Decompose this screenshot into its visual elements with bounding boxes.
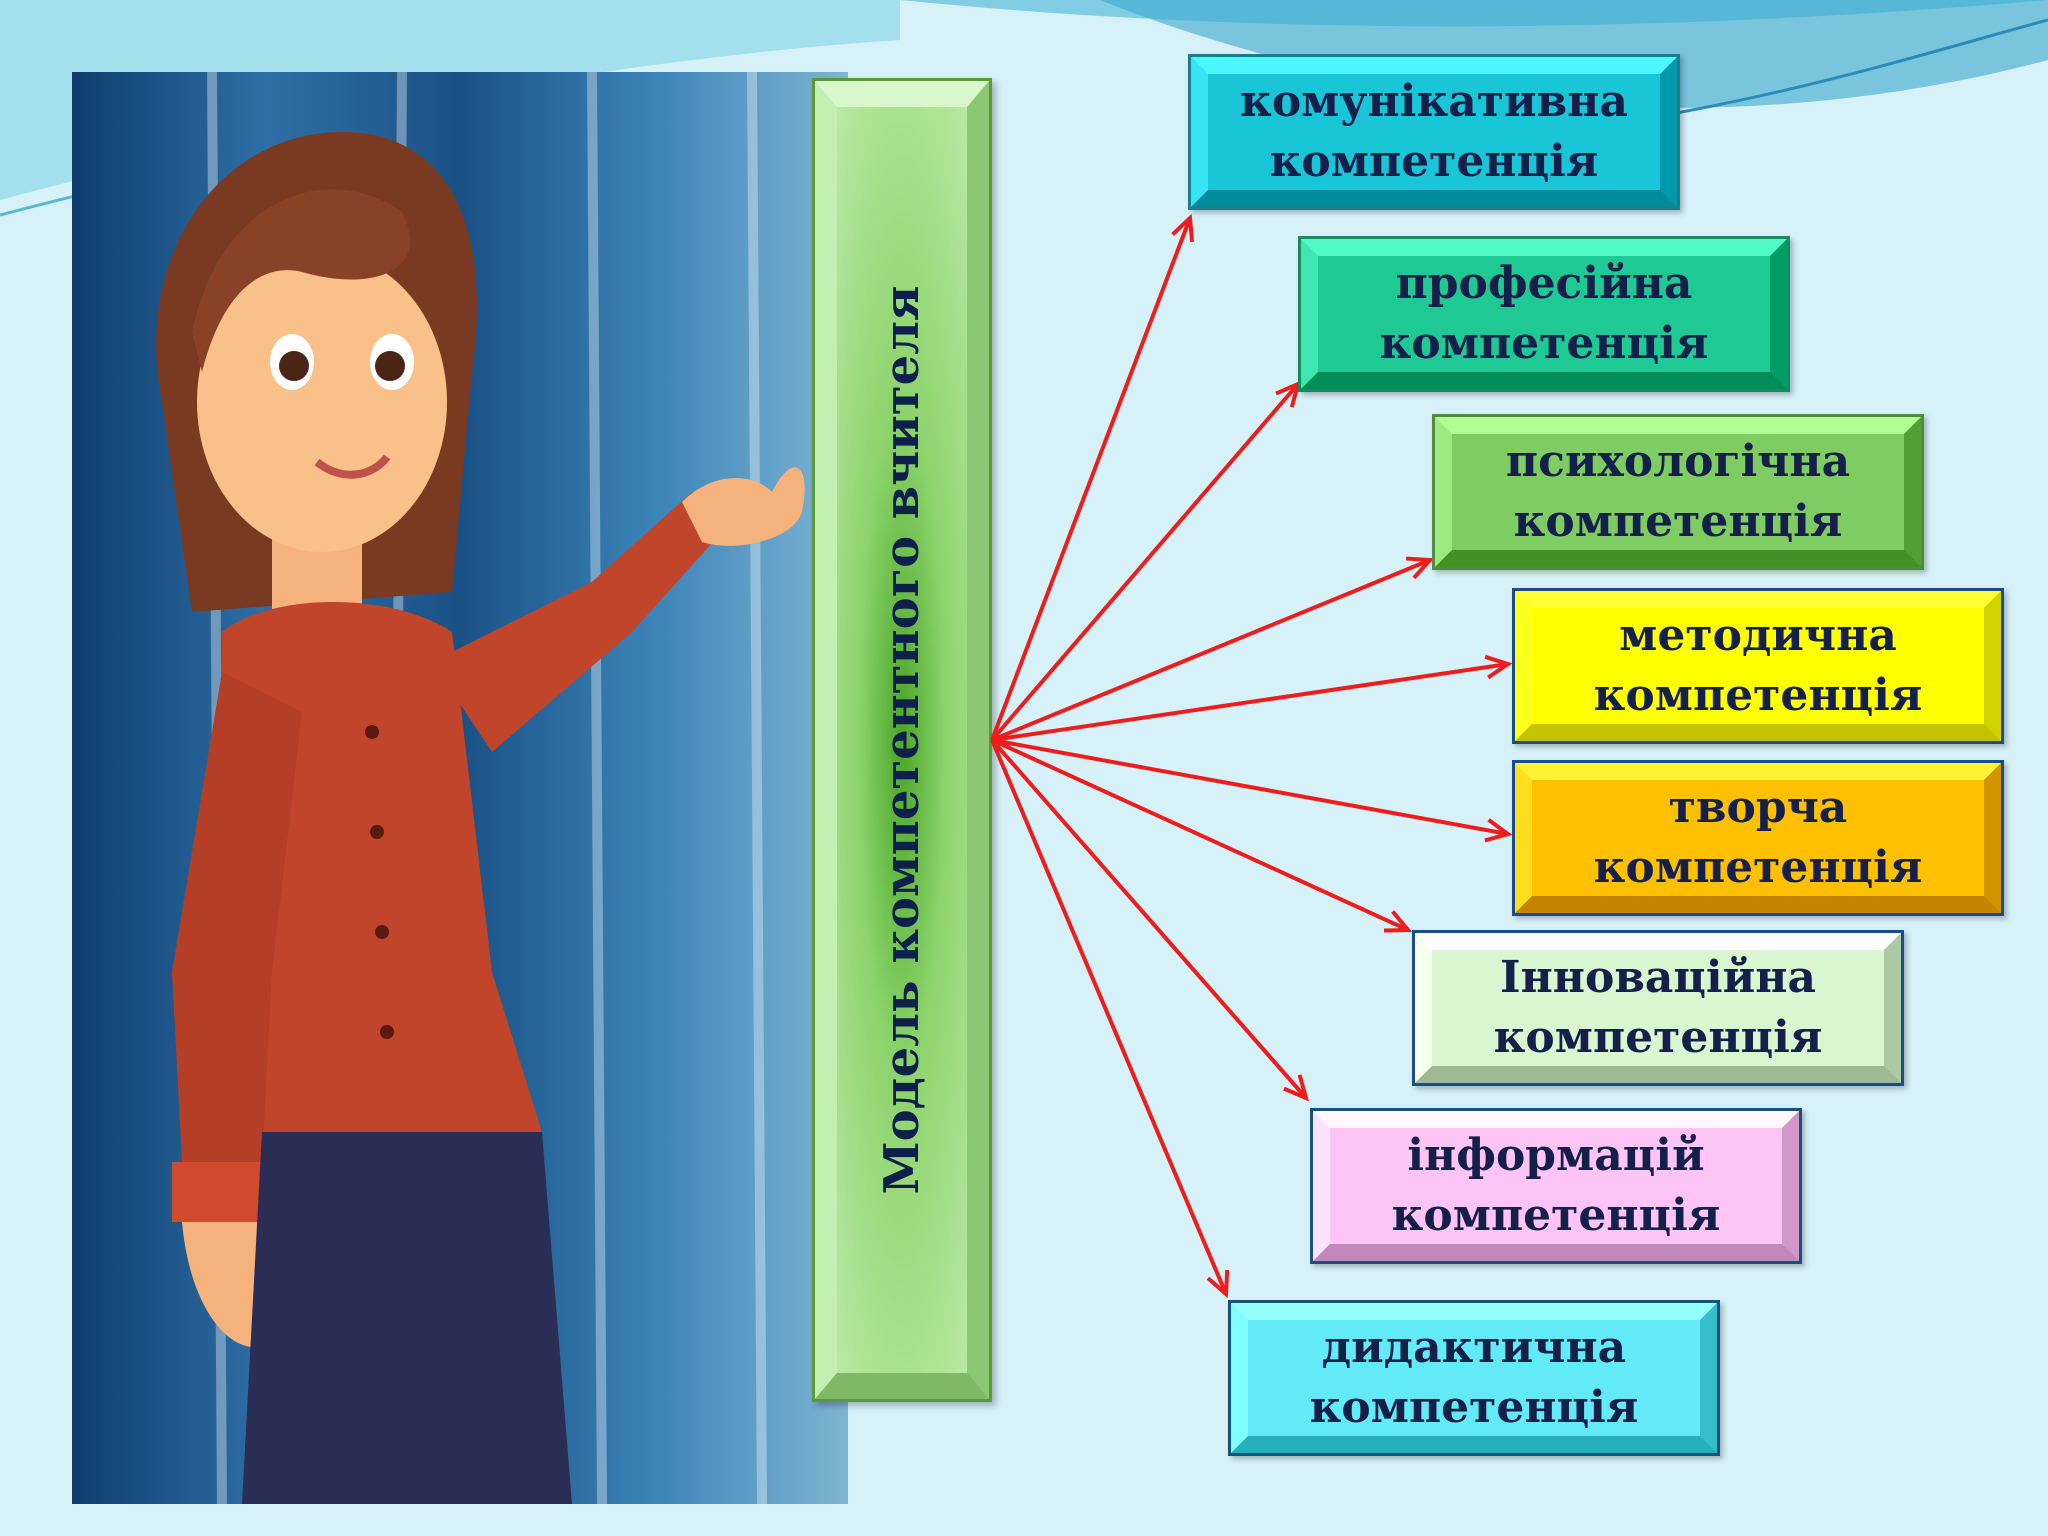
- competence-subtitle: компетенція: [1593, 670, 1923, 721]
- central-model-bar: Модель компетентного вчителя: [812, 78, 992, 1402]
- competence-title: Інноваційна: [1500, 952, 1816, 1003]
- competence-box: Інноваційна компетенція: [1412, 930, 1904, 1086]
- competence-title: інформацій: [1407, 1130, 1705, 1181]
- competence-subtitle: компетенція: [1379, 318, 1709, 369]
- teacher-illustration: [72, 72, 848, 1504]
- competence-subtitle: компетенція: [1309, 1382, 1639, 1433]
- competence-box: дидактична компетенція: [1228, 1300, 1720, 1456]
- competence-title: професійна: [1395, 258, 1693, 309]
- competence-box: комунікативна компетенція: [1188, 54, 1680, 210]
- competence-box: творча компетенція: [1512, 760, 2004, 916]
- competence-subtitle: компетенція: [1593, 842, 1923, 893]
- competence-subtitle: компетенція: [1513, 496, 1843, 547]
- competence-title: психологічна: [1505, 436, 1851, 487]
- competence-title: комунікативна: [1240, 76, 1628, 127]
- competence-title: дидактична: [1321, 1322, 1627, 1373]
- competence-subtitle: компетенція: [1391, 1190, 1721, 1241]
- competence-subtitle: компетенція: [1269, 136, 1599, 187]
- competence-box: психологічна компетенція: [1432, 414, 1924, 570]
- competence-subtitle: компетенція: [1493, 1012, 1823, 1063]
- competence-title: методична: [1619, 610, 1897, 661]
- competence-title: творча: [1668, 782, 1848, 833]
- competence-box: інформацій компетенція: [1310, 1108, 1802, 1264]
- competence-box: професійна компетенція: [1298, 236, 1790, 392]
- central-label: Модель компетентного вчителя: [874, 285, 930, 1195]
- competence-box: методична компетенція: [1512, 588, 2004, 744]
